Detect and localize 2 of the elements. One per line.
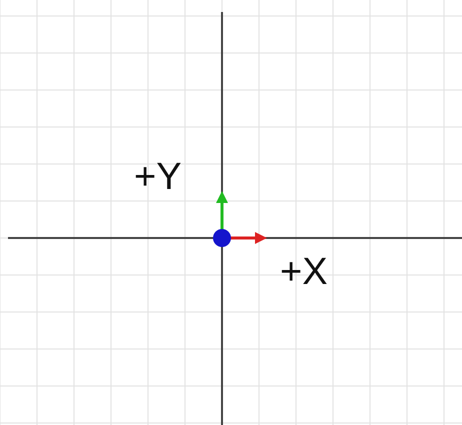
axis-label: +Y [134, 158, 182, 196]
axis-label: +X [280, 253, 328, 291]
